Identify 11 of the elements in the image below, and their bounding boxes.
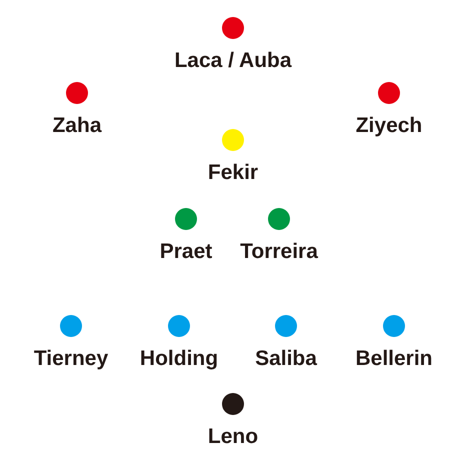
player-name: Fekir (208, 161, 258, 185)
player-name: Laca / Auba (174, 49, 292, 73)
player-name: Ziyech (356, 114, 422, 138)
player-name: Saliba (255, 347, 317, 371)
player-name: Tierney (34, 347, 108, 371)
player-name: Torreira (240, 240, 318, 264)
player-name: Zaha (52, 114, 102, 138)
player-name: Holding (140, 347, 218, 371)
player-name: Bellerin (355, 347, 433, 371)
player-name: Leno (208, 425, 258, 449)
player-name: Praet (160, 240, 212, 264)
